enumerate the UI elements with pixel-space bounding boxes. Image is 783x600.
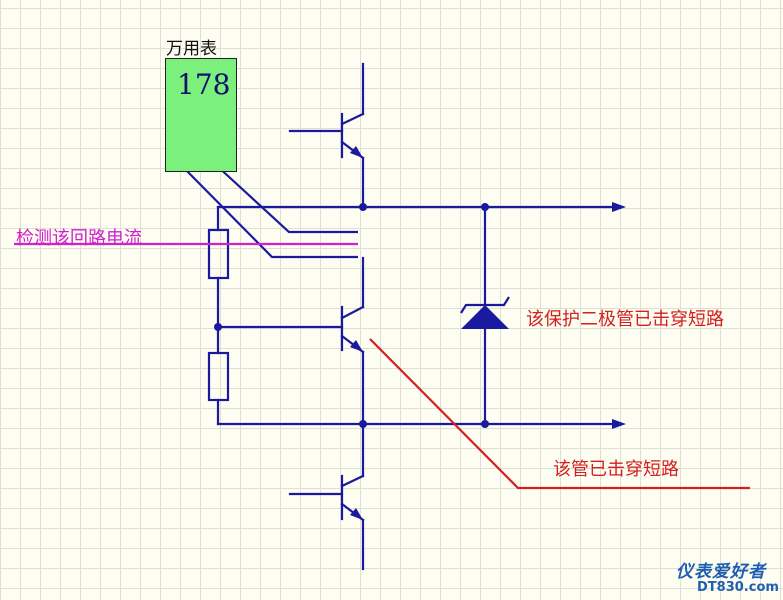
bottom-output-arrow: [612, 419, 626, 429]
junctions: [214, 203, 489, 428]
watermark-chinese: 仪表爱好者: [676, 562, 766, 582]
multimeter-reading: 178: [177, 68, 231, 101]
probe-lead-1: [215, 164, 358, 234]
annotation-line: [369, 338, 750, 490]
bottom-emitter-arrow: [350, 508, 363, 520]
junction-dot: [359, 420, 367, 428]
meter-probe-leads: [180, 164, 358, 259]
multimeter-display: [165, 58, 237, 172]
emitter-arrows: [350, 146, 363, 520]
diode-fault-label: 该保护二极管已击穿短路: [526, 309, 724, 330]
diode-cathode-bar: [460, 296, 510, 314]
junction-dot: [214, 323, 222, 331]
mid-transistor-collector: [340, 305, 365, 320]
bottom-transistor-collector: [340, 474, 365, 488]
probe-lead-2: [180, 164, 358, 259]
resistor-bottom: [207, 351, 230, 402]
junction-dot: [481, 203, 489, 211]
top-emitter-arrow: [350, 146, 363, 158]
resistor-top: [207, 228, 230, 280]
junction-dot: [359, 203, 367, 211]
current-measurement-label: 检测该回路电流: [16, 228, 142, 249]
watermark-site: DT830.com: [697, 580, 779, 595]
top-output-arrow: [612, 202, 626, 212]
multimeter-title: 万用表: [166, 39, 217, 59]
diode-triangle: [461, 305, 509, 329]
transistor-fault-label: 该管已击穿短路: [553, 459, 679, 480]
junction-dot: [481, 420, 489, 428]
output-arrows: [612, 202, 626, 429]
mid-emitter-arrow: [350, 340, 363, 352]
zener-diode: [460, 296, 510, 329]
top-transistor-collector: [340, 112, 365, 126]
